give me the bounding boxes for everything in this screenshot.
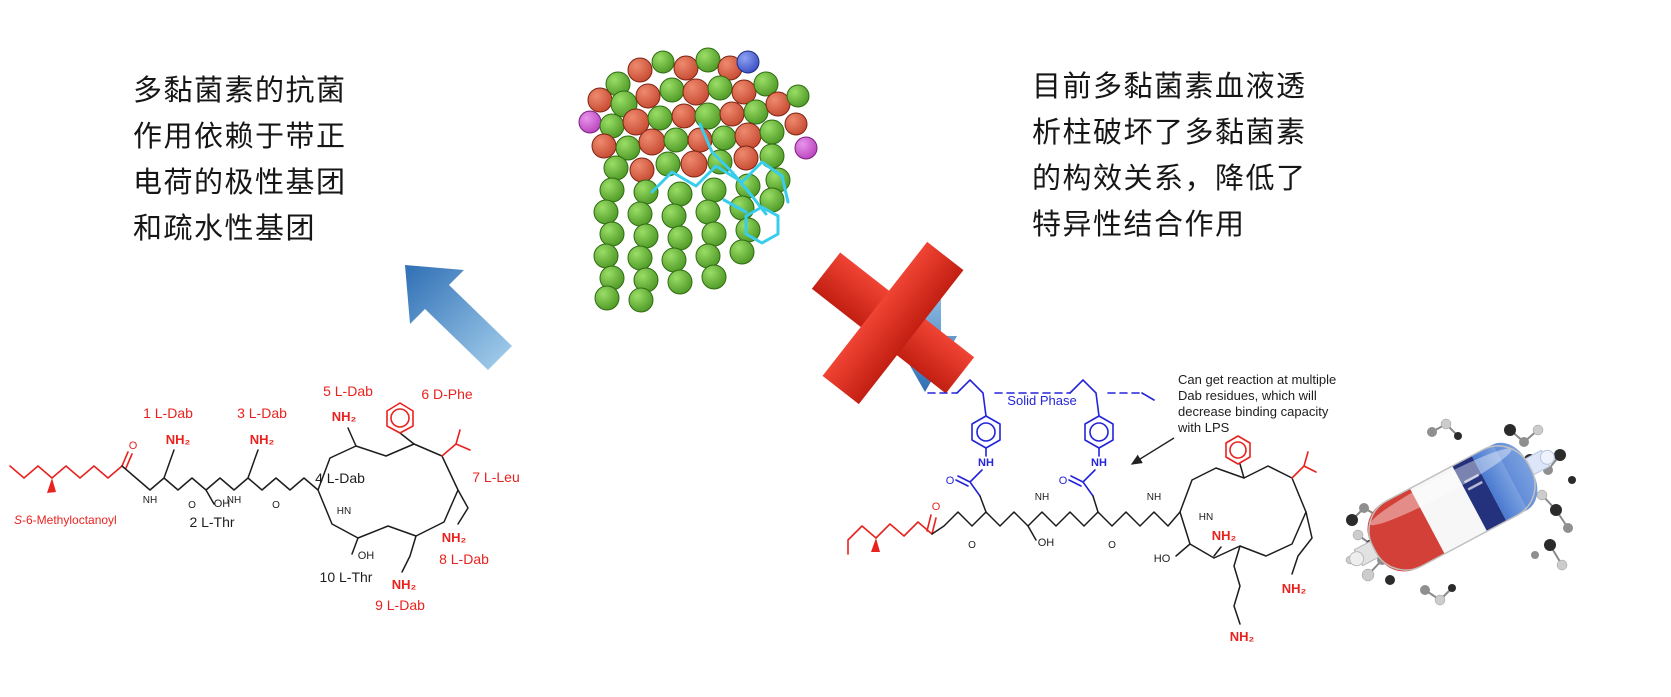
right-caption-line-1: 目前多黏菌素血液透 [1032,71,1307,103]
left-caption: 多黏菌素的抗菌 作用依赖于带正 电荷的极性基团 和疏水性基团 [133,68,347,252]
residue-label-6: 6 D-Phe [421,386,473,402]
acyl-label-rest: -6-Methyloctanoyl [22,513,117,527]
amine-label: NH₂ [250,432,275,447]
amine-label: NH₂ [442,530,467,545]
annotation-line-3: decrease binding capacity [1178,404,1329,419]
hydroxyl-label: OH [1038,537,1055,549]
carbonyl-o-label: O [932,501,941,513]
residue-label-2: 2 L-Thr [189,514,234,530]
backbone-nh-label: NH [227,495,241,506]
amine-label: NH₂ [332,409,357,424]
aniline-nh-label: NH [978,457,994,469]
right-chemical-structure: NH NH O O Solid Phase [847,372,1336,644]
annotation-line-1: Can get reaction at multiple [1178,372,1336,387]
backbone-nh-label: NH [143,495,157,506]
cartridge-body [1349,442,1555,572]
acyl-label-prefix: S [14,513,22,527]
up-left-arrow [405,265,512,370]
solid-phase-polymer: NH NH O O Solid Phase [927,379,1155,497]
right-caption-line-2: 析柱破坏了多黏菌素 [1032,117,1307,149]
backbone-o-label: O [272,500,280,511]
residue-label-9: 9 L-Dab [375,597,425,613]
peptide-stick-overlay [650,122,790,245]
residue-label-8: 8 L-Dab [439,551,489,567]
residue-label-10: 10 L-Thr [320,569,373,585]
benzene-ring-dphe [1225,435,1251,465]
acyl-label: S-6-Methyloctanoyl [14,513,117,527]
residue-label-3: 3 L-Dab [237,405,287,421]
right-caption: 目前多黏菌素血液透 析柱破坏了多黏菌素 的构效关系，降低了 特异性结合作用 [1032,64,1307,248]
annotation-note: Can get reaction at multiple Dab residue… [1130,372,1336,465]
amine-label: NH₂ [392,577,417,592]
amine-label: NH₂ [1282,581,1307,596]
right-caption-line-4: 特异性结合作用 [1032,209,1246,241]
blocked-down-arrow [811,241,975,405]
backbone-nh-label: NH [1035,492,1049,503]
hydroxyl-label: OH [214,498,231,510]
residue-label-7: 7 L-Leu [472,469,519,485]
annotation-line-4: with LPS [1177,420,1230,435]
left-caption-line-2: 作用依赖于带正 [133,121,347,153]
amide-o-label: O [1059,475,1068,487]
benzene-ring-dphe [386,402,414,434]
hydroxyl-label: HO [1154,553,1171,565]
carbonyl-o-label: O [129,440,138,452]
dialysis-cartridge-illustration [1345,418,1576,606]
annotation-arrow [1130,437,1175,465]
aniline-nh-label: NH [1091,457,1107,469]
backbone-o-label: O [968,540,976,551]
amide-o-label: O [946,475,955,487]
ring-hn-label: HN [337,506,351,517]
residue-label-5: 5 L-Dab [323,383,373,399]
amine-label: NH₂ [1230,629,1255,644]
benzene-ring-polymer [971,415,1001,449]
residue-label-1: 1 L-Dab [143,405,193,421]
amine-label: NH₂ [1212,528,1237,543]
annotation-line-2: Dab residues, which will [1178,388,1317,403]
red-cross-icon [811,241,975,405]
left-caption-line-4: 和疏水性基团 [133,213,317,245]
amine-label: NH₂ [166,432,191,447]
left-chemical-structure: O NH₂ NH₂ NH₂ NH₂ NH₂ 1 L-Dab 2 L-Thr 3 … [9,383,520,613]
solid-phase-label: Solid Phase [1007,393,1076,408]
backbone-nh-label: NH [1147,492,1161,503]
polymyxin-lps-3d-model [578,47,818,313]
backbone-o-label: O [188,500,196,511]
ring-hn-label: HN [1199,512,1213,523]
residue-label-4: 4 L-Dab [315,470,365,486]
left-caption-line-1: 多黏菌素的抗菌 [133,75,347,107]
right-caption-line-3: 的构效关系，降低了 [1032,163,1307,195]
left-caption-line-3: 电荷的极性基团 [133,167,347,199]
hydroxyl-label: OH [358,550,375,562]
benzene-ring-polymer [1084,415,1114,449]
backbone-o-label: O [1108,540,1116,551]
